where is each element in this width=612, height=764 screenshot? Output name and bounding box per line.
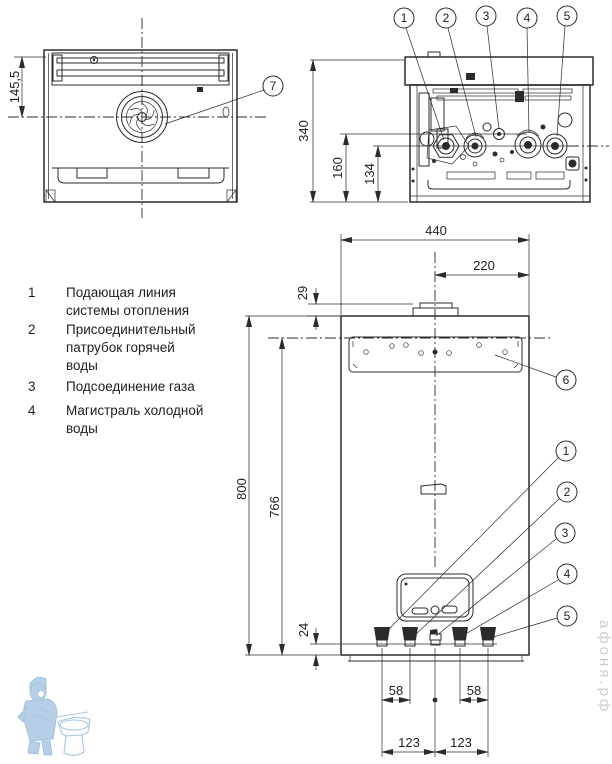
top-view: 145,5 7 [7,18,284,218]
dim-58-right: 58 [459,683,489,703]
flue-collar [412,302,459,317]
watermark-site: афоня.рф [596,620,612,714]
bottom-tray [45,167,237,203]
dim-766: 766 [267,337,285,656]
dim-800: 800 [234,315,340,656]
dim-label-145-5: 145,5 [7,71,22,104]
dim-label-29: 29 [295,286,310,300]
legend-item-2-line-2: патрубок горячей [66,340,175,355]
callout-2-label: 2 [443,11,450,25]
top-rail [51,52,230,92]
dim-label-766: 766 [267,496,282,518]
callout-5-label: 5 [564,9,571,23]
stub-gas [429,633,442,641]
stub-gas-cap [430,629,438,634]
dim-58-left: 58 [381,683,411,703]
callout-4-label: 4 [524,11,531,25]
mounting-bracket [348,336,523,373]
callout-3-front-label: 3 [562,526,569,540]
dim-label-58-left: 58 [389,683,403,698]
legend-item-4-num: 4 [28,403,36,418]
legend-item-2-num: 2 [28,322,36,337]
connection-stubs [374,627,496,647]
dim-label-134: 134 [362,163,377,185]
dim-label-58-right: 58 [467,683,481,698]
watermark-mascot [17,676,91,756]
sight-glass [420,483,447,495]
legend-item-2-line-1: Присоединительный [66,322,196,337]
callout-5-front-label: 5 [564,609,571,623]
callout-1-front-label: 1 [563,444,570,458]
callout-2-front-label: 2 [564,485,571,499]
stub-cold-water [452,627,468,640]
dim-24: 24 [296,623,497,670]
bottom-view: 340 160 134 1 2 3 4 5 [296,5,609,203]
small-details [411,112,588,190]
callout-7: 7 [164,75,284,125]
dim-123-right: 123 [434,735,489,755]
legend-item-4-line-1: Магистраль холодной [66,403,203,418]
legend-item-1-line-2: системы отопления [66,303,189,318]
legend-item-3-line-1: Подсоединение газа [66,379,195,394]
dim-134: 134 [362,145,381,203]
callout-3-label: 3 [483,9,490,23]
dim-label-160: 160 [330,157,345,179]
legend: 1 Подающая линия системы отопления 2 При… [28,285,203,436]
callout-1-label: 1 [401,11,408,25]
dim-29: 29 [295,286,413,330]
dim-label-123-right: 123 [450,735,472,750]
legend-item-1-line-1: Подающая линия [66,285,176,300]
dim-123-left: 123 [381,735,436,755]
dim-label-220: 220 [473,258,495,273]
legend-item-3-num: 3 [28,379,36,394]
stub-heating-return [480,627,496,640]
stub-dhw [402,627,418,640]
dim-340: 340 [296,59,408,203]
callouts-front-view: 6 1 2 3 4 5 [383,354,578,639]
callout-4-front-label: 4 [564,567,571,581]
dim-label-123-left: 123 [398,735,420,750]
legend-item-1-num: 1 [28,285,36,300]
dim-145-5: 145,5 [7,56,46,118]
callout-6-label: 6 [563,373,570,387]
stub-heating-flow [374,627,390,640]
dim-label-440: 440 [425,223,447,238]
dim-label-24: 24 [296,623,311,637]
callout-7-label: 7 [270,79,277,93]
dim-label-340: 340 [296,120,311,142]
front-view: 440 220 29 800 766 [234,223,578,757]
cold-water-connection [524,141,532,149]
dim-440: 440 [340,223,530,315]
dim-label-800: 800 [234,478,249,500]
callouts-bottom-view: 1 2 3 4 5 [393,5,578,141]
access-panel [396,573,474,622]
legend-item-4-line-2: воды [66,421,98,436]
dim-160: 160 [330,133,349,203]
legend-item-2-line-3: воды [66,358,98,373]
dim-220: 220 [434,258,530,278]
